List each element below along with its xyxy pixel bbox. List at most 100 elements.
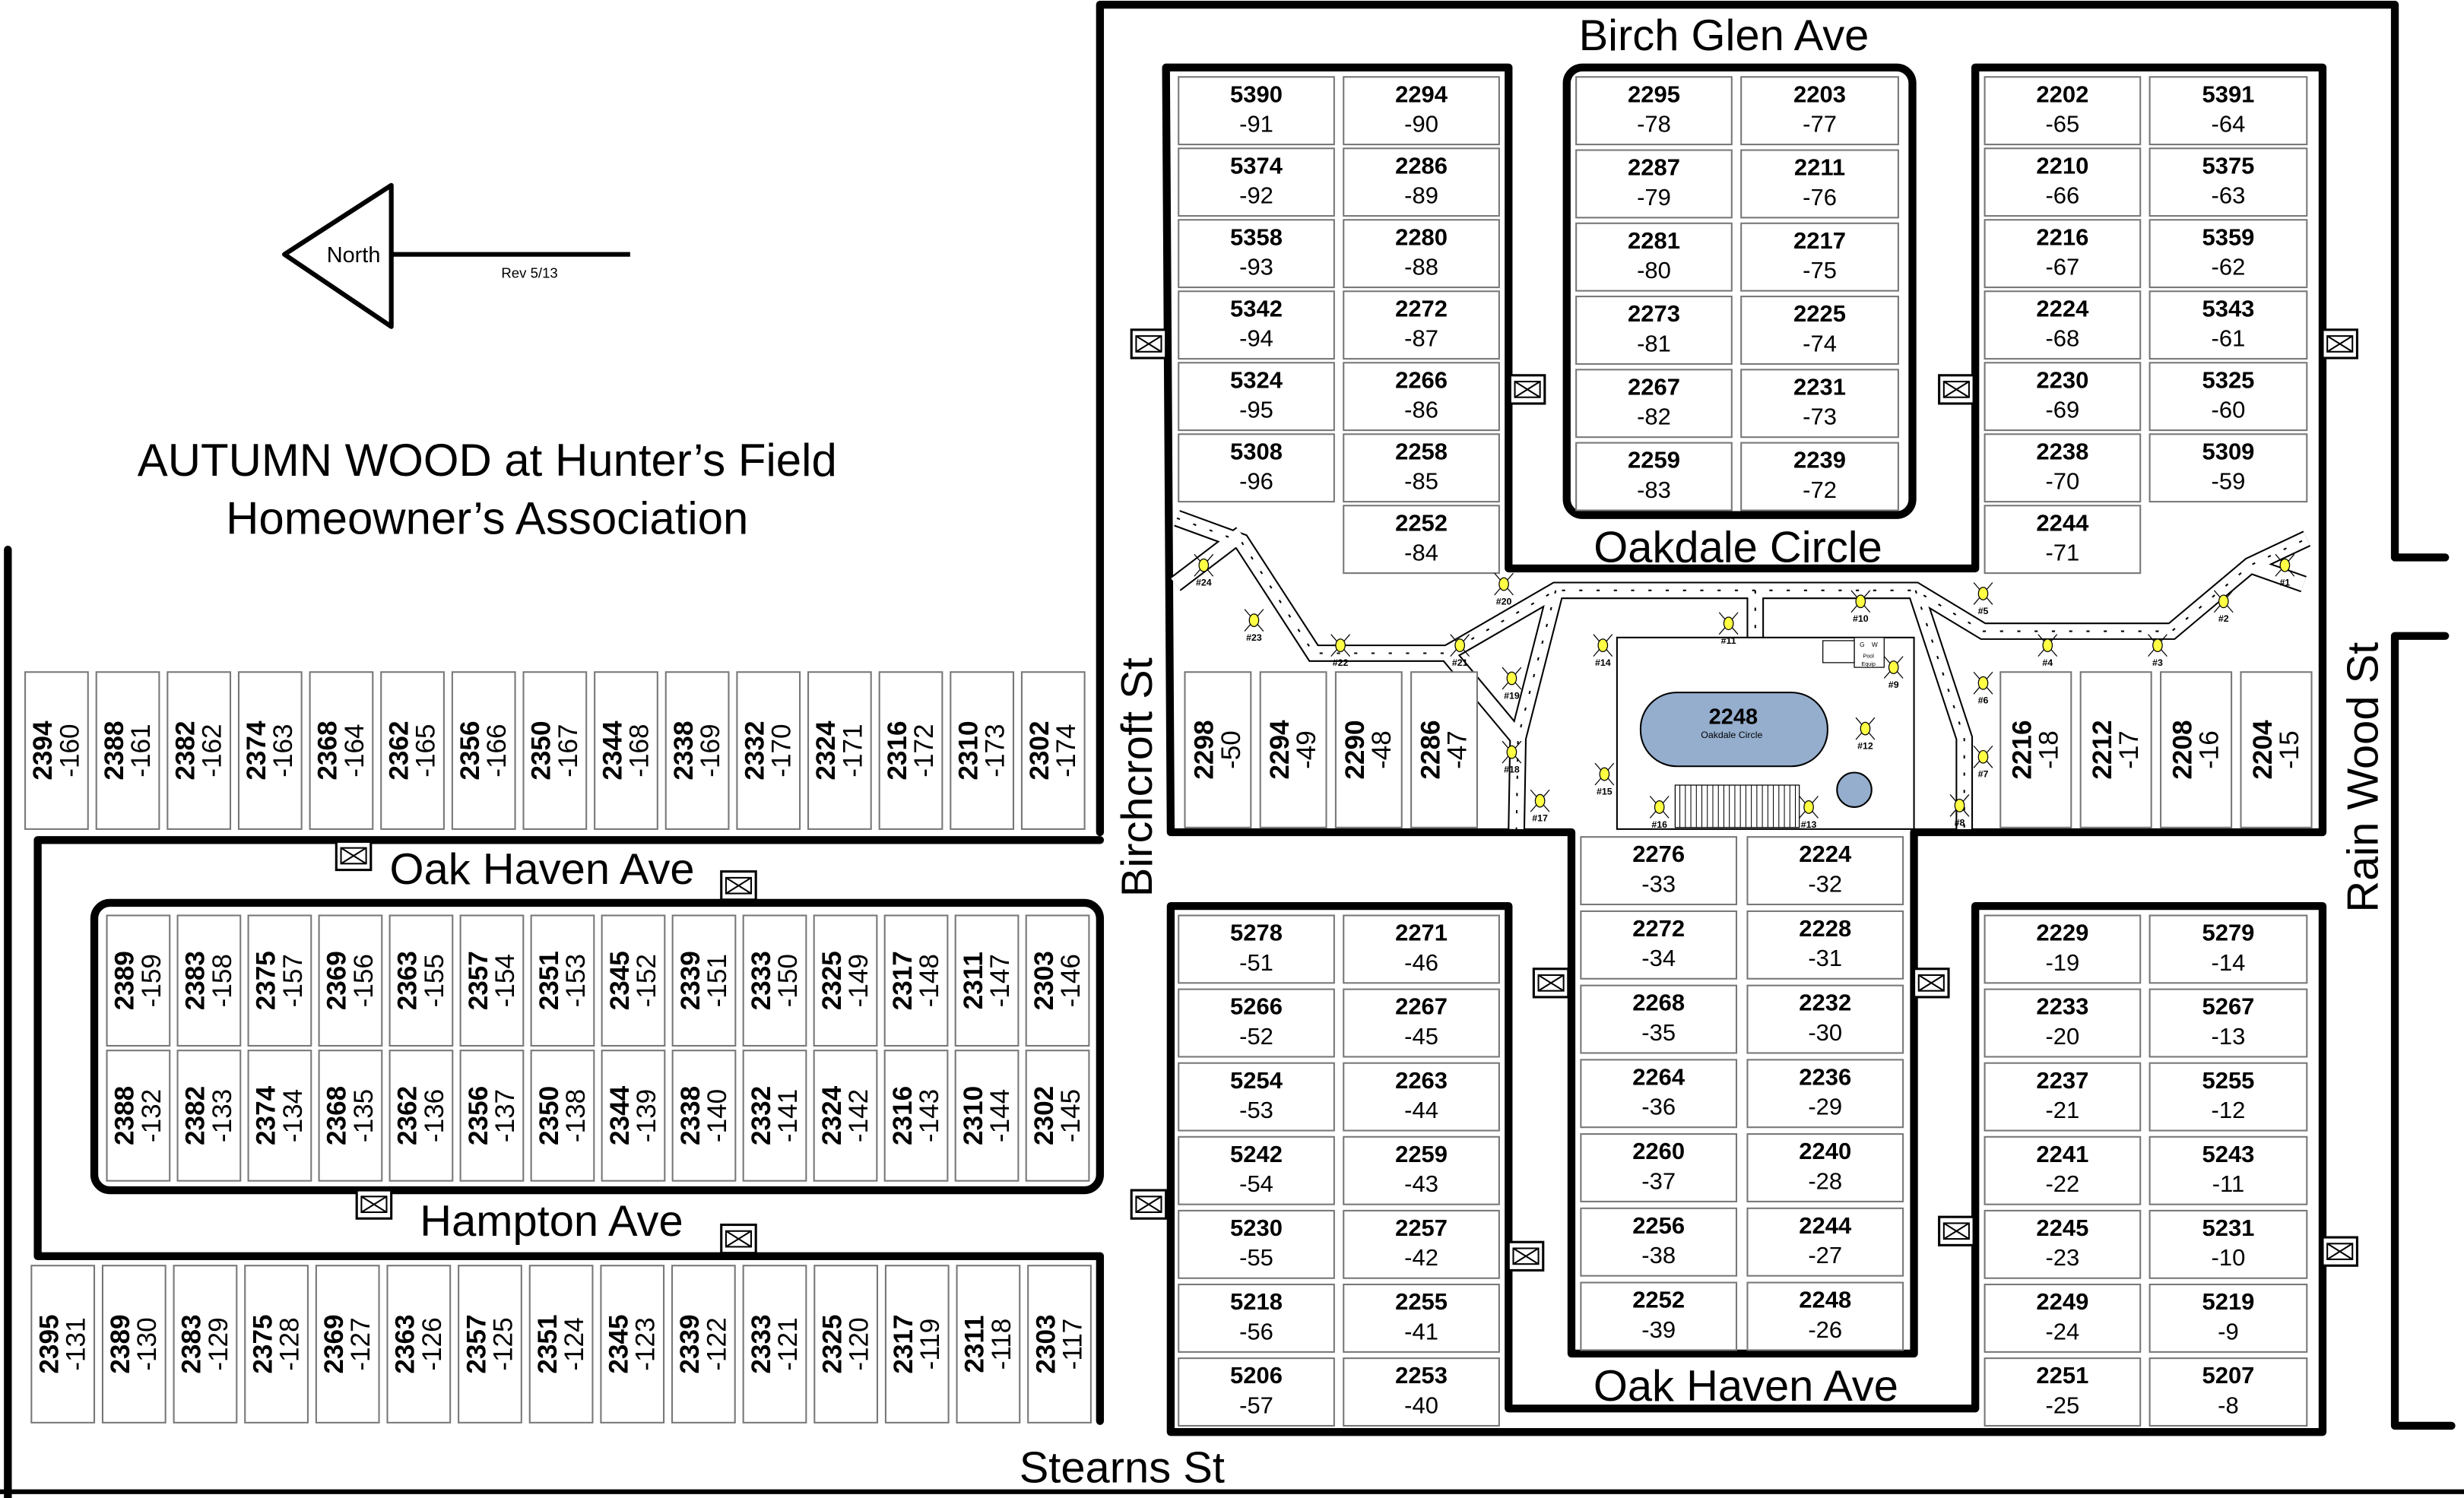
lot: 2238-70 — [1984, 433, 2142, 503]
lot-number: -150 — [773, 954, 803, 1007]
lot-outline — [2148, 76, 2308, 146]
lot: 5343-61 — [2148, 290, 2308, 360]
lot: 2357-154 — [459, 914, 525, 1047]
lot-address: 2225 — [1793, 300, 1846, 327]
lot-address: 2311 — [960, 1315, 990, 1373]
lot-address: 2268 — [1632, 990, 1685, 1016]
lot-number: -60 — [2212, 397, 2246, 423]
lot-number: -139 — [632, 1089, 661, 1142]
lot: 2216-67 — [1984, 219, 2142, 289]
pool — [1639, 692, 1828, 768]
lot-outline — [1027, 1265, 1092, 1424]
lot-outline — [1410, 671, 1478, 828]
lot-outline — [1746, 1281, 1904, 1351]
lot-number: -135 — [349, 1089, 379, 1142]
lot-address: 2363 — [393, 951, 423, 1010]
lot-outline — [1740, 222, 1899, 292]
lot-number: -30 — [1808, 1019, 1842, 1046]
lot: 2356-166 — [451, 671, 516, 830]
lamp-icon — [2279, 558, 2291, 572]
lot-number: -74 — [1803, 330, 1837, 356]
lot-address: 2302 — [1025, 721, 1054, 781]
street-lamps: #1#2#3#4#5#6#7#8#9#10#11#12#13#14#15#16#… — [1194, 553, 2295, 830]
lot-number: -11 — [2212, 1170, 2244, 1197]
lot-number: -78 — [1637, 111, 1671, 138]
lot-outline — [1580, 910, 1738, 980]
lot: 2338-169 — [664, 671, 730, 830]
lot-address: 5218 — [1230, 1288, 1283, 1315]
lot: 2344-139 — [601, 1050, 666, 1182]
lot-number: -31 — [1808, 945, 1842, 971]
street-label-birch-glen: Birch Glen Ave — [1579, 11, 1869, 60]
lot-address: 2389 — [106, 1314, 135, 1373]
lot: 2237-21 — [1984, 1062, 2142, 1132]
lot: 5218-56 — [1178, 1283, 1335, 1353]
street-lamp: #22 — [1330, 634, 1350, 668]
lot-number: -69 — [2045, 397, 2079, 423]
lot-address: 2303 — [1031, 1314, 1061, 1373]
lamp-label: #22 — [1333, 657, 1349, 668]
lot-number: -83 — [1637, 477, 1671, 503]
lot-outline — [1343, 914, 1500, 984]
lot-number: -29 — [1808, 1094, 1842, 1120]
lot-address: 2257 — [1395, 1215, 1448, 1241]
lot-number: -67 — [2045, 254, 2079, 280]
lot-outline — [736, 671, 801, 830]
lot-address: 2210 — [2036, 152, 2088, 179]
lot-outline — [1984, 76, 2142, 146]
lot-number: -143 — [915, 1089, 944, 1142]
lot-outline — [176, 914, 242, 1047]
lot: 2216-18 — [1999, 671, 2072, 828]
mailboxes — [335, 328, 2358, 1272]
lot: 2368-164 — [309, 671, 374, 830]
lot-address: 2217 — [1793, 227, 1846, 254]
lot: 2324-142 — [813, 1050, 878, 1182]
lot-address: 2368 — [313, 721, 343, 781]
lot-address: 5324 — [1230, 366, 1283, 393]
lot-number: -118 — [987, 1319, 1016, 1370]
lamp-label: #1 — [2279, 578, 2290, 588]
lot-address: 2357 — [464, 951, 493, 1010]
lot: 5254-53 — [1178, 1062, 1335, 1132]
lot-address: 2244 — [1799, 1212, 1852, 1239]
lot-address: 5255 — [2202, 1067, 2254, 1094]
lot-outline — [2160, 671, 2233, 828]
lot-number: -80 — [1637, 257, 1671, 283]
street-lamp: #14 — [1593, 634, 1613, 668]
lot-number: -174 — [1051, 724, 1081, 777]
lot: 2253-40 — [1343, 1357, 1500, 1427]
lot-number: -28 — [1808, 1167, 1842, 1194]
lot-address: 5279 — [2202, 920, 2254, 946]
lot-outline — [1746, 836, 1904, 906]
lot-address: 2325 — [817, 1314, 847, 1373]
lamp-icon — [1498, 577, 1509, 591]
lot: 2286-47 — [1410, 671, 1478, 828]
lot-number: -158 — [208, 954, 237, 1007]
lot-number: -167 — [553, 724, 583, 777]
lot: 2369-156 — [318, 914, 383, 1047]
lot-outline — [459, 914, 525, 1047]
lot: 2232-30 — [1746, 984, 1904, 1054]
lot: 2272-34 — [1580, 910, 1738, 980]
lot-outline — [1575, 222, 1733, 292]
lot: 5342-94 — [1178, 290, 1335, 360]
lot-address: 2394 — [28, 720, 58, 781]
pool-equip-g: G — [1860, 641, 1864, 648]
lot: 2244-71 — [1984, 505, 2142, 575]
lot-address: 5242 — [1230, 1141, 1283, 1167]
lot-address: 2369 — [319, 1314, 349, 1373]
lot: 5390-91 — [1178, 76, 1335, 146]
lot-outline — [1178, 1357, 1335, 1427]
lot-address: 2325 — [817, 951, 847, 1010]
pool-number: 2248 — [1709, 705, 1758, 729]
lot: 2248-26 — [1746, 1281, 1904, 1351]
lot: 2202-65 — [1984, 76, 2142, 146]
lot: 5230-55 — [1178, 1209, 1335, 1279]
lot-outline — [95, 671, 160, 830]
lot: 2259-43 — [1343, 1135, 1500, 1205]
lot-outline — [1740, 76, 1899, 146]
lot-number: -162 — [198, 724, 227, 777]
lot-outline — [176, 1050, 242, 1182]
lot: 2324-171 — [807, 671, 872, 830]
